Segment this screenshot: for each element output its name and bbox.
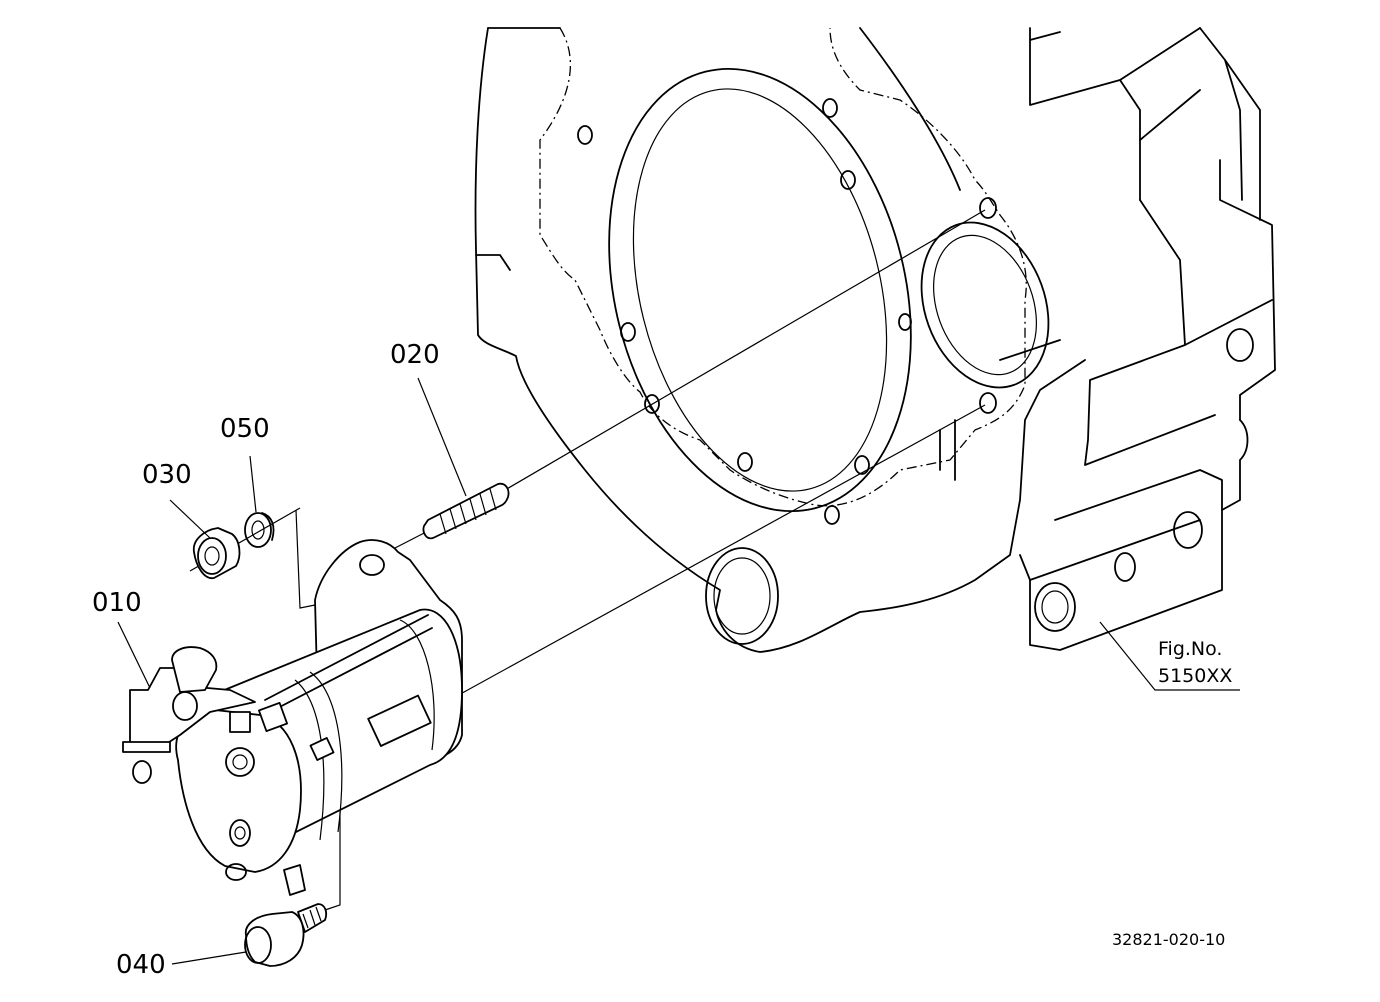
flywheel-housing xyxy=(474,27,1276,653)
sheet-number: 32821-020-10 xyxy=(1112,930,1226,949)
lock-washer-050 xyxy=(244,512,275,548)
callout-020: 020 xyxy=(390,340,440,370)
callout-010: 010 xyxy=(92,588,142,618)
callout-040: 040 xyxy=(116,950,166,980)
starter-motor-010 xyxy=(122,539,463,896)
figure-label: Fig.No. xyxy=(1158,638,1223,660)
stud-020 xyxy=(422,482,510,540)
callout-030: 030 xyxy=(142,460,192,490)
cap-bolt-040 xyxy=(244,903,328,967)
figure-number: 5150XX xyxy=(1158,665,1233,687)
callout-050: 050 xyxy=(220,414,270,444)
nut-030 xyxy=(192,527,241,579)
leader-lines xyxy=(117,377,1240,965)
